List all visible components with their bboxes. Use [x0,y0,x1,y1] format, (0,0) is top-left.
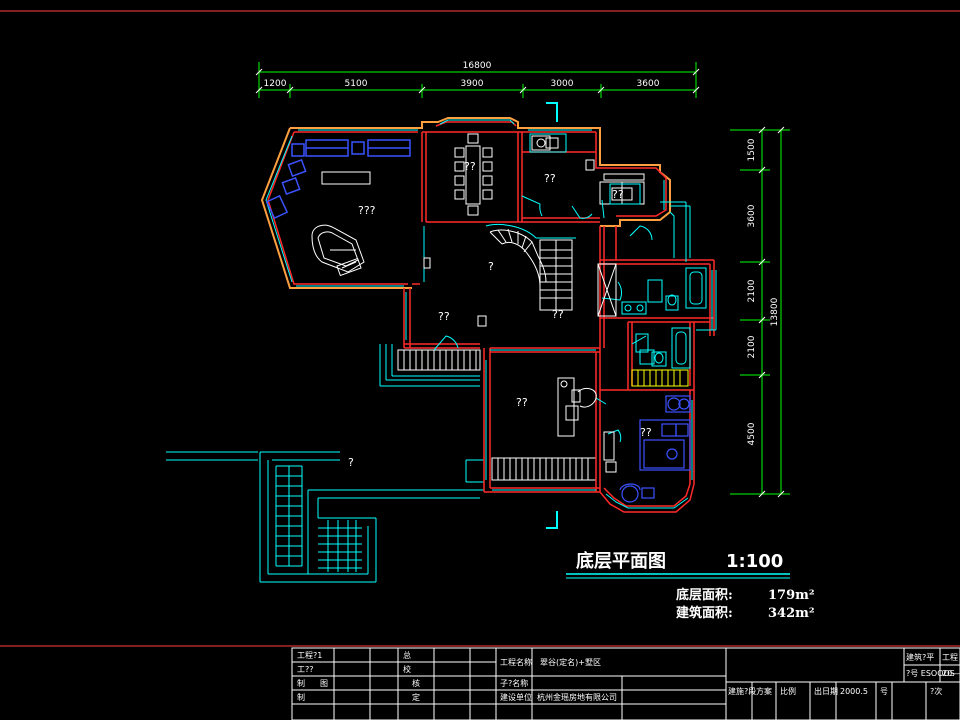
dim-seg-2: 5100 [345,79,368,89]
kitchen-nook-label: ?? [612,188,624,201]
dim-seg-4: 3000 [551,79,574,89]
coffee-table [321,171,371,185]
bedroom-furniture [619,395,691,503]
sheet-border [0,10,960,647]
stair-rail [485,224,576,239]
entrance-steps [379,344,484,483]
main-staircase [489,228,573,311]
tb-client-label: 建设单位 [500,692,532,702]
exterior-walls-outer [260,117,671,289]
hall-label: ?? [438,310,450,323]
top-dimension-chain [258,62,697,98]
dim-v-4: 2100 [747,335,757,358]
drawing-title-group: 底层平面图 1:100 底层面积: 179m² 建筑面积: 342m² [566,550,815,621]
bedroom-desk [603,431,617,473]
title-block [291,647,960,720]
drawing-scale: 1:100 [726,551,783,572]
dim-v-1: 1500 [747,138,757,161]
windows [265,119,717,509]
tb-r1c1: 工程?1 [297,651,322,660]
tb-code: ?号 ESOOOS [906,669,955,678]
living-room-label: ??? [358,204,376,217]
stair-up-label: ? [488,260,494,273]
bathroom-2-fixtures [635,327,691,369]
door-swings [433,195,653,443]
tb-b5: 2000.5 [840,687,868,696]
tb-r2c3: 校 [403,664,411,674]
tb-project-label: 工程名称 [500,657,532,667]
dim-seg-3: 3900 [461,79,484,89]
tb-drawing-no: 建筑?平 [906,652,934,662]
dim-seg-5: 3600 [637,79,660,89]
terrace-steps [166,451,484,583]
building-area-label: 建筑面积: [676,605,733,621]
tb-r3c3: 核 [412,678,420,688]
dim-seg-1: 1200 [264,79,287,89]
tb-b3: 比例 [780,686,796,696]
floor-area-value: 179m² [768,588,815,603]
bedroom-label: ?? [640,426,652,439]
exterior-walls [267,121,715,513]
study-label: ?? [516,396,528,409]
kitchen-counter [529,133,641,205]
tb-b1: 建施?段 [728,686,756,696]
living-room-sofas [265,139,411,220]
grand-piano-icon [311,224,365,277]
tb-r1c3: 总 [403,650,411,660]
tb-r2c1: 工?? [297,665,314,674]
tb-b4: 出日期 [814,686,838,696]
tb-r3c2: 图 [320,679,328,688]
wardrobe [631,369,689,387]
tb-b2: 方案 [756,686,772,696]
dim-v-3: 2100 [747,279,757,302]
tb-b7: ?次 [930,686,942,696]
dim-v-2: 3600 [747,204,757,227]
hall-columns [423,257,487,327]
entrance-grille [397,349,481,371]
dining-room-label: ?? [464,160,476,173]
section-markers [546,102,558,529]
dim-total-width: 16800 [463,61,492,71]
right-dimension-chain [730,129,790,495]
drawing-title: 底层平面图 [576,550,666,572]
floor-area-label: 底层面积: [676,587,733,603]
terrace-label: ? [348,456,354,469]
terrace-treads-bottom [318,520,362,572]
tb-r3c1: 制 [297,678,305,688]
building-area-value: 342m² [768,606,815,621]
south-terrace-grille [491,457,597,481]
tb-eng-no: 20— [942,669,960,678]
tb-project-value: 翠谷(定名)+墅区 [540,657,601,667]
tb-sub-label: 子?名称 [500,678,528,688]
tb-eng: 工程 [942,653,958,662]
tb-client-value: 杭州金瑶房地有限公司 [537,692,617,702]
stair-label: ?? [552,308,564,321]
kitchen-label: ?? [544,172,556,185]
study-furniture [557,377,597,437]
terrace-treads-left [275,465,303,567]
dining-table [454,133,493,216]
utility-cabinets [597,263,617,317]
dim-v-5: 4500 [747,422,757,445]
title-block-text: 工程?1 总 工?? 校 制 图 核 制 定 工程名称 翠谷(定名)+墅区 子?… [297,650,960,702]
dim-v-total: 13800 [770,297,780,326]
tb-r4c1: 制 [297,692,305,702]
tb-r4c3: 定 [412,692,420,702]
tb-b6: 号 [880,687,888,696]
kitchen-fixtures [531,135,645,205]
bathroom-1-fixtures [621,267,707,315]
